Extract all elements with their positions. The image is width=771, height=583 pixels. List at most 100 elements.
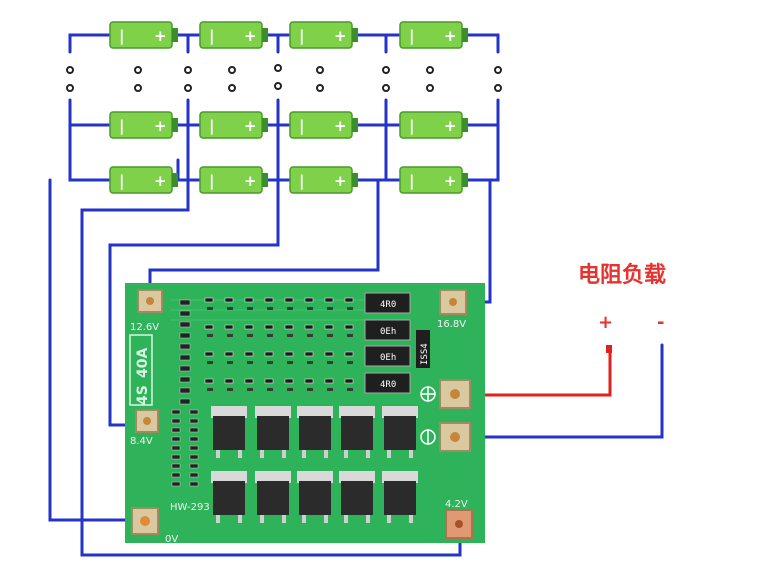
battery-positive-sign: +: [244, 27, 257, 45]
smd-part: [189, 481, 199, 487]
smd-part: [227, 307, 233, 310]
battery-cell: |+: [109, 166, 178, 194]
battery-cell: |+: [399, 21, 468, 49]
smd-part: [307, 388, 313, 391]
smd-part: [224, 324, 234, 330]
mosfet: [339, 406, 375, 458]
battery-cell: |+: [199, 111, 268, 139]
battery-positive-sign: +: [334, 27, 347, 45]
smd-part: [227, 388, 233, 391]
smd-part: [327, 334, 333, 337]
battery-negative-sign: |: [119, 117, 124, 136]
smd-part: [247, 361, 253, 364]
smd-part: [247, 307, 253, 310]
mosfet: [297, 406, 333, 458]
spec-box: [129, 334, 153, 406]
mosfet-array: [211, 406, 418, 523]
smd-part: [224, 351, 234, 357]
battery-cell: |+: [199, 166, 268, 194]
smd-part: [344, 324, 354, 330]
load-plus-sign: +: [598, 312, 613, 333]
smd-part: [307, 307, 313, 310]
mosfet: [255, 406, 291, 458]
battery-cell: |+: [289, 166, 358, 194]
smd-part: [224, 297, 234, 303]
smd-part: [264, 351, 274, 357]
smd-part: [284, 378, 294, 384]
smd-part: [207, 307, 213, 310]
smd-part: [304, 324, 314, 330]
battery-negative-sign: |: [209, 27, 214, 46]
label-4v2: 4.2V: [445, 499, 468, 510]
smd-part: [324, 351, 334, 357]
spec-current: 40A: [135, 348, 151, 378]
smd-part: [204, 297, 214, 303]
battery-positive-sign: +: [444, 27, 457, 45]
battery-cell: |+: [109, 21, 178, 49]
smd-part: [324, 324, 334, 330]
smd-part: [179, 354, 191, 361]
smd-part: [304, 351, 314, 357]
smd-part: [179, 310, 191, 317]
smd-part: [179, 365, 191, 372]
smd-part: [247, 388, 253, 391]
battery-negative-sign: |: [409, 117, 414, 136]
smd-part: [284, 297, 294, 303]
smd-part: [227, 361, 233, 364]
battery-negative-sign: |: [299, 172, 304, 191]
smd-part: [287, 361, 293, 364]
smd-part: [179, 387, 191, 394]
smd-part: [179, 299, 191, 306]
mosfet: [382, 471, 418, 523]
battery-positive-sign: +: [334, 117, 347, 135]
smd-part: [227, 334, 233, 337]
label-8v4: 8.4V: [130, 436, 153, 447]
smd-part: [287, 307, 293, 310]
battery-positive-sign: +: [244, 117, 257, 135]
smd-part: [344, 351, 354, 357]
smd-part: [347, 361, 353, 364]
smd-part: [179, 343, 191, 350]
smd-part: [244, 324, 254, 330]
smd-part: [179, 376, 191, 383]
smd-part: [189, 445, 199, 451]
smd-part: [344, 378, 354, 384]
battery-positive-sign: +: [444, 172, 457, 190]
smd-part: [347, 334, 353, 337]
battery-cells: |+|+|+|+|+|+|+|+|+|+|+|+: [109, 21, 468, 194]
smd-part: [189, 418, 199, 424]
battery-cell: |+: [289, 111, 358, 139]
smd-part: [267, 361, 273, 364]
smd-part: [189, 454, 199, 460]
smd-part: [171, 427, 181, 433]
battery-negative-sign: |: [209, 117, 214, 136]
battery-positive-sign: +: [444, 117, 457, 135]
mosfet: [211, 406, 247, 458]
smd-part: [247, 334, 253, 337]
smd-part: [244, 378, 254, 384]
mosfet: [211, 471, 247, 523]
smd-part: [189, 436, 199, 442]
smd-part: [307, 361, 313, 364]
smd-part: [179, 321, 191, 328]
smd-part: [287, 388, 293, 391]
smd-part: [264, 378, 274, 384]
battery-cell: |+: [399, 166, 468, 194]
battery-positive-sign: +: [154, 117, 167, 135]
smd-part: [264, 324, 274, 330]
battery-positive-sign: +: [154, 27, 167, 45]
smd-part: [204, 324, 214, 330]
smd-part: [189, 427, 199, 433]
battery-negative-sign: |: [119, 27, 124, 46]
smd-part: [267, 388, 273, 391]
battery-positive-sign: +: [154, 172, 167, 190]
smd-part: [327, 307, 333, 310]
smd-part: [171, 418, 181, 424]
smd-part: [267, 334, 273, 337]
battery-cell: |+: [109, 111, 178, 139]
label-model: HW-293: [170, 502, 210, 513]
smd-part: [171, 463, 181, 469]
diode: [416, 330, 430, 368]
polarity-marks: [420, 386, 436, 445]
smd-part: [171, 445, 181, 451]
